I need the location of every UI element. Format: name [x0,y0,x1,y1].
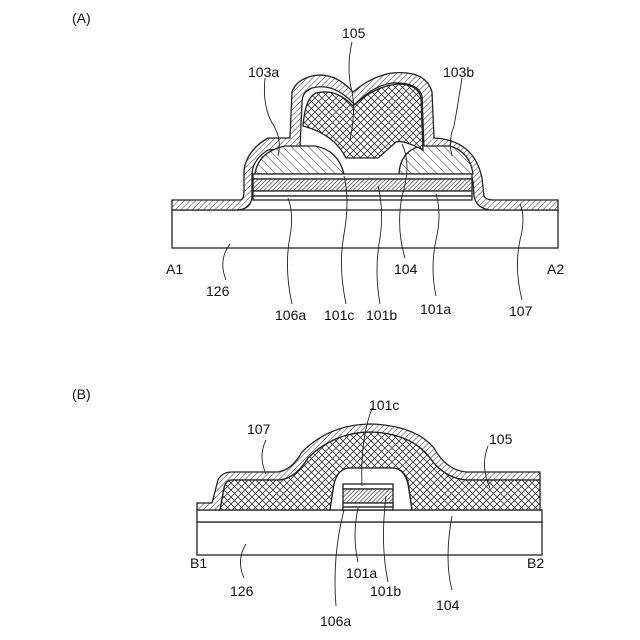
layer-106a-b [343,507,393,510]
layer-101b-a [253,179,472,191]
leader-107-b [262,440,266,474]
label-105-a: 105 [342,25,366,41]
substrate-126-a [172,210,558,248]
label-106a-b: 106a [320,613,351,629]
label-103b: 103b [443,64,474,80]
panel-b-label: (B) [72,386,91,402]
label-101b-b: 101b [370,583,401,599]
label-105-b: 105 [489,431,513,447]
layer-106a-a [253,196,472,200]
layer-101a-a [253,191,472,196]
label-107-a: 107 [509,303,533,319]
label-b2: B2 [527,555,544,571]
panel-b: (B) 101c 107 105 B1 B2 101a 126 101b [72,386,544,629]
leader-126-a [223,244,230,280]
label-a2: A2 [547,261,564,277]
label-101a-a: 101a [420,301,451,317]
label-101c-a: 101c [324,307,354,323]
label-107-b: 107 [247,421,271,437]
layer-101c-b [343,484,393,489]
label-101a-b: 101a [346,565,377,581]
panel-a: (A) 105 103a 103b A1 A2 [72,10,564,323]
label-101c-b: 101c [369,397,399,413]
label-a1: A1 [166,261,183,277]
label-101b-a: 101b [366,307,397,323]
label-126-a: 126 [206,283,230,299]
layer-101c-a [253,174,472,179]
label-104-a: 104 [394,261,418,277]
panel-a-label: (A) [72,10,91,26]
substrate-126-b [197,522,542,555]
label-126-b: 126 [230,583,254,599]
label-b1: B1 [190,555,207,571]
label-106a-a: 106a [275,307,306,323]
layer-104-b [197,510,542,522]
label-103a: 103a [248,64,279,80]
label-104-b: 104 [436,597,460,613]
